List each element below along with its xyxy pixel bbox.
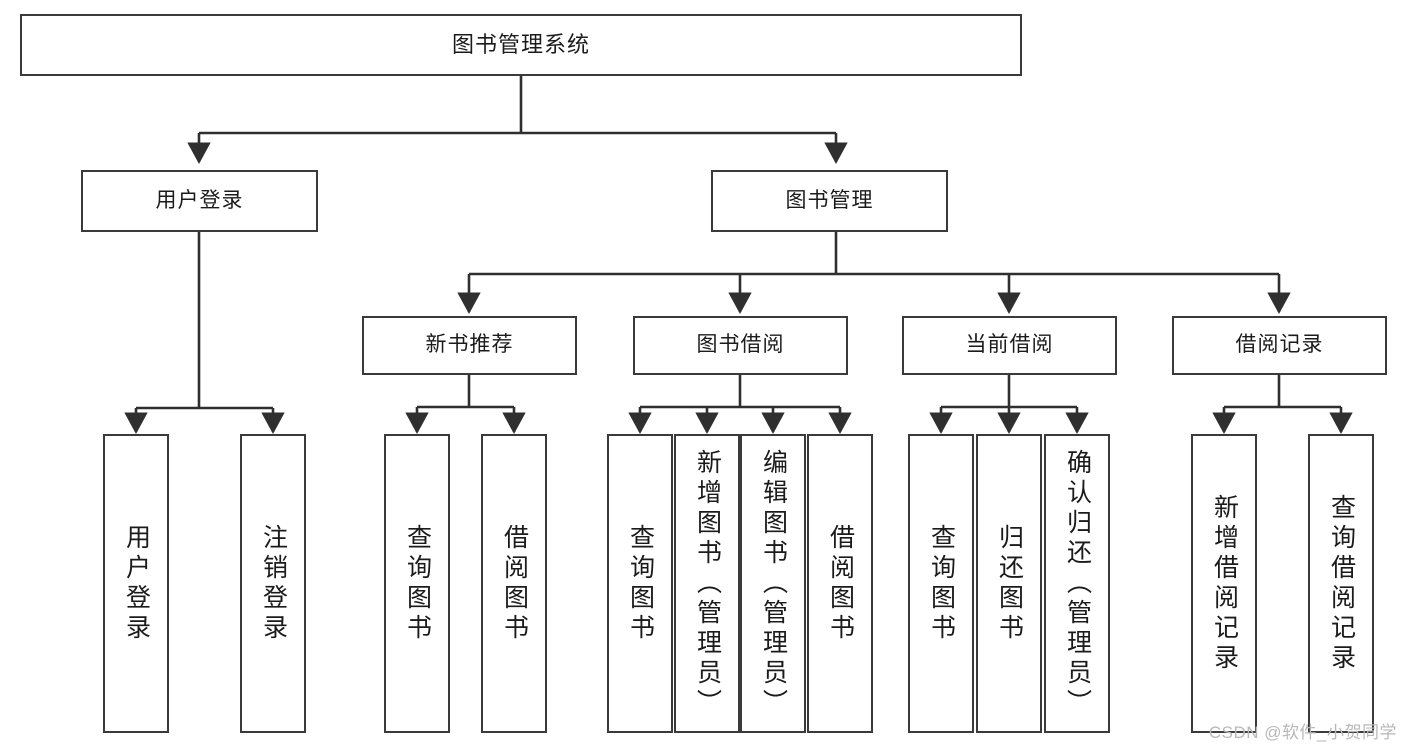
node-book-management[interactable]: 图书管理 (711, 170, 948, 232)
leaf-query-book-recommend[interactable]: 查询图书 (384, 434, 450, 733)
leaf-confirm-return-admin[interactable]: 确认归还（管理员） (1044, 434, 1110, 733)
node-label: 新增借阅记录 (1210, 493, 1239, 674)
leaf-edit-book-admin[interactable]: 编辑图书（管理员） (740, 434, 806, 733)
node-label: 新增图书（管理员） (693, 448, 722, 719)
node-new-book-recommend[interactable]: 新书推荐 (362, 316, 577, 375)
node-label: 图书管理系统 (451, 32, 590, 58)
node-current-borrow[interactable]: 当前借阅 (902, 316, 1117, 375)
node-label: 新书推荐 (425, 333, 514, 357)
node-label: 用户登录 (155, 188, 244, 212)
leaf-borrow-book-recommend[interactable]: 借阅图书 (481, 434, 547, 733)
leaf-query-book-borrow[interactable]: 查询图书 (607, 434, 673, 733)
leaf-query-book-current[interactable]: 查询图书 (908, 434, 974, 733)
watermark-text: CSDN @软件_小贺同学 (1208, 723, 1397, 742)
node-label: 借阅记录 (1235, 333, 1324, 357)
leaf-borrow-book[interactable]: 借阅图书 (807, 434, 873, 733)
leaf-user-login[interactable]: 用户登录 (103, 434, 169, 733)
node-label: 查询图书 (403, 523, 432, 644)
node-book-borrow[interactable]: 图书借阅 (633, 316, 848, 375)
node-label: 图书管理 (785, 188, 874, 212)
node-label: 归还图书 (995, 523, 1024, 644)
node-label: 借阅图书 (500, 523, 529, 644)
node-label: 确认归还（管理员） (1063, 448, 1092, 719)
node-label: 查询借阅记录 (1327, 493, 1356, 674)
node-user-login[interactable]: 用户登录 (81, 170, 318, 232)
node-borrow-record[interactable]: 借阅记录 (1172, 316, 1387, 375)
node-label: 查询图书 (927, 523, 956, 644)
node-label: 编辑图书（管理员） (759, 448, 788, 719)
leaf-return-book[interactable]: 归还图书 (976, 434, 1042, 733)
leaf-user-logout[interactable]: 注销登录 (240, 434, 306, 733)
node-label: 图书借阅 (696, 333, 785, 357)
node-label: 当前借阅 (965, 333, 1054, 357)
node-root-system[interactable]: 图书管理系统 (20, 14, 1022, 76)
leaf-query-borrow-record[interactable]: 查询借阅记录 (1308, 434, 1374, 733)
node-label: 注销登录 (259, 523, 288, 644)
node-label: 借阅图书 (826, 523, 855, 644)
node-label: 用户登录 (122, 523, 151, 644)
node-label: 查询图书 (626, 523, 655, 644)
leaf-add-book-admin[interactable]: 新增图书（管理员） (674, 434, 740, 733)
leaf-add-borrow-record[interactable]: 新增借阅记录 (1191, 434, 1257, 733)
